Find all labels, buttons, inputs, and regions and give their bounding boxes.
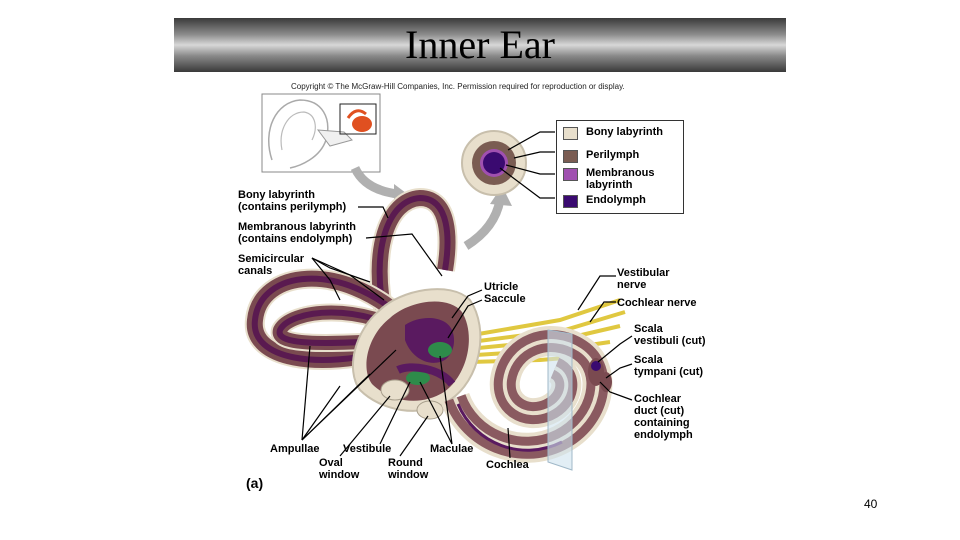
page-number: 40 <box>864 497 878 511</box>
label-cochlea: Cochlea <box>486 459 529 471</box>
copyright-notice: Copyright © The McGraw-Hill Companies, I… <box>291 82 625 91</box>
legend-label: Perilymph <box>586 149 640 161</box>
label-membranous-labyrinth: Membranous labyrinth (contains endolymph… <box>238 221 356 245</box>
curved-arrow-2 <box>463 199 505 250</box>
label-bony-labyrinth: Bony labyrinth (contains perilymph) <box>238 189 347 213</box>
label-vestibular-nerve: Vestibular nerve <box>617 267 670 291</box>
label-semicircular-canals: Semicircular canals <box>238 253 305 277</box>
panel-label: (a) <box>246 475 264 491</box>
legend-item: Endolymph <box>563 194 646 208</box>
arrow-head-2 <box>490 186 512 206</box>
legend-swatch <box>563 168 578 181</box>
legend-label: Endolymph <box>586 194 646 206</box>
label-cochlear-nerve: Cochlear nerve <box>617 297 697 309</box>
label-ampullae: Ampullae <box>270 443 320 455</box>
legend-label: Membranous labyrinth <box>586 167 655 191</box>
legend-swatch <box>563 150 578 163</box>
legend-label: Bony labyrinth <box>586 126 664 138</box>
color-legend: Bony labyrinth Perilymph Membranous laby… <box>556 120 684 214</box>
label-oval-window: Oval window <box>319 457 360 481</box>
cross-section <box>461 130 527 196</box>
leader-lines <box>301 131 633 459</box>
title-bar: Inner Ear <box>174 18 786 72</box>
ear-thumbnail <box>261 93 381 173</box>
semicircular-canals <box>244 187 458 370</box>
legend-swatch <box>563 195 578 208</box>
label-vestibule: Vestibule <box>343 443 392 455</box>
label-scala-tympani: Scala tympani (cut) <box>634 354 704 378</box>
legend-item: Membranous labyrinth <box>563 167 654 191</box>
label-cochlear-duct: Cochlear duct (cut) containing endolymph <box>634 393 693 441</box>
cut-plane <box>547 329 573 471</box>
label-maculae: Maculae <box>430 443 474 455</box>
page-title: Inner Ear <box>405 22 555 67</box>
legend-swatch <box>563 127 578 140</box>
curved-arrow <box>350 165 399 199</box>
label-scala-vestibuli: Scala vestibuli (cut) <box>634 323 706 347</box>
legend-item: Perilymph <box>563 149 639 163</box>
cochlea-cut-section <box>588 358 612 392</box>
legend-item: Bony labyrinth <box>563 126 663 140</box>
label-round-window: Round window <box>388 457 429 481</box>
label-utricle-saccule: Utricle Saccule <box>484 281 526 305</box>
